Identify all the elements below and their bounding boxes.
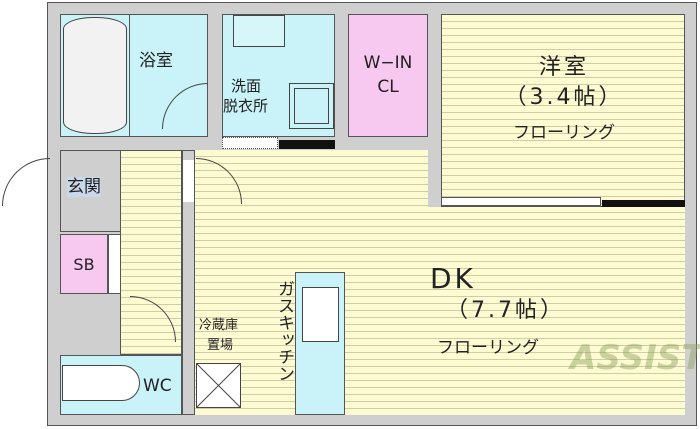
bathroom: 浴室: [60, 14, 208, 137]
walkin-label-2: CL: [377, 77, 399, 97]
washroom-doorway: [222, 137, 278, 149]
watermark-logo: ASSIST: [570, 338, 700, 378]
western-wall-black: [602, 200, 685, 207]
walkin-label-1: W−IN: [363, 53, 413, 73]
fridge-label-2: 置場: [207, 338, 234, 353]
door-swing-icon: [162, 83, 208, 129]
bathtub-icon: [63, 17, 127, 134]
western-floor: フローリング: [513, 123, 615, 143]
washroom: 洗面 脱衣所: [222, 14, 335, 137]
tub-divider: [129, 15, 130, 136]
dk-doorway: [183, 160, 194, 202]
western-wall: [428, 137, 441, 207]
shoebox-door: [108, 234, 121, 294]
bath-label: 浴室: [139, 51, 173, 71]
front-door-icon[interactable]: [2, 158, 50, 206]
kitchen-label: ガスキッチン: [274, 280, 294, 382]
dk-title: DK: [430, 262, 476, 295]
washroom-label-1: 洗面: [231, 77, 262, 95]
western-sliding-door: [441, 197, 601, 206]
kitchen-sink-icon: [302, 287, 339, 342]
interior-wall: [182, 150, 195, 415]
shoe-box: SB: [60, 234, 108, 294]
dk-size: （7.7帖）: [446, 298, 565, 323]
western-room: 洋室 （3.4帖） フローリング: [441, 14, 685, 207]
dk-floor: フローリング: [437, 338, 539, 358]
washing-machine-icon: [289, 83, 334, 129]
toilet-icon: [62, 365, 140, 401]
entrance-label: 玄関: [67, 177, 101, 198]
washroom-wall-black: [279, 140, 335, 149]
fridge-label-1: 冷蔵庫: [199, 318, 239, 333]
fridge-space-icon: [196, 363, 241, 408]
western-title: 洋室: [538, 55, 589, 80]
storage-gray: [60, 294, 120, 354]
western-size: （3.4帖）: [504, 85, 624, 110]
wc-label: WC: [143, 376, 172, 396]
shoebox-label: SB: [73, 255, 95, 274]
sink-icon: [233, 15, 285, 47]
kitchen-counter: [295, 272, 345, 415]
walk-in-closet: W−IN CL: [348, 14, 428, 137]
washroom-label-2: 脱衣所: [223, 97, 269, 115]
toilet-room: WC: [60, 355, 182, 415]
entrance: 玄関: [60, 150, 128, 232]
